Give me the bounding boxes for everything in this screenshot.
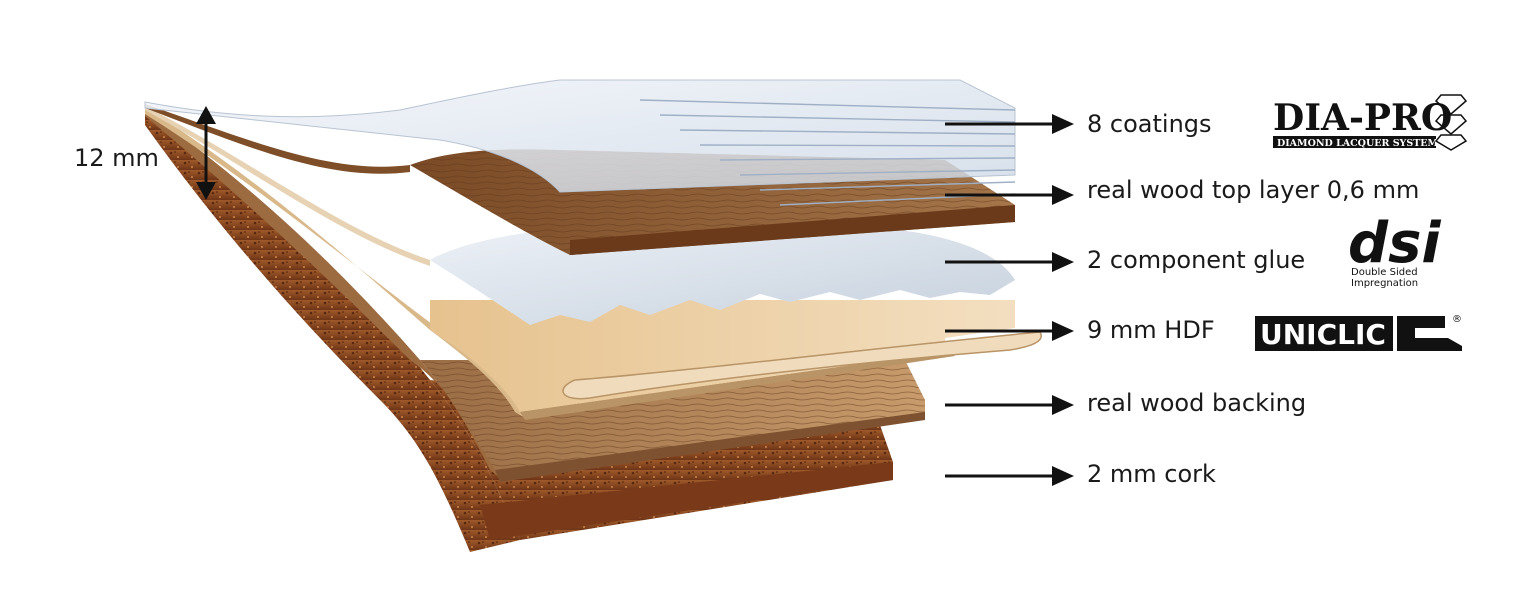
click-profile-icon — [1397, 316, 1462, 351]
uniclic-logo: UNICLIC ® — [1255, 314, 1462, 351]
arrow-coatings — [945, 114, 1074, 134]
thickness-label: 12 mm — [74, 144, 159, 172]
dsi-logo: dsi Double Sided Impregnation — [1348, 211, 1441, 289]
layer-label-glue: 2 component glue — [1087, 246, 1306, 274]
layer-label-coatings: 8 coatings — [1087, 110, 1212, 138]
diamond-icon — [1434, 94, 1468, 151]
arrow-top-layer — [945, 185, 1074, 205]
uniclic-logo-name: UNICLIC — [1260, 318, 1386, 351]
arrow-backing — [945, 395, 1074, 415]
arrow-glue — [945, 252, 1074, 272]
layer-label-backing: real wood backing — [1087, 389, 1307, 417]
hdf-layer — [145, 107, 1042, 420]
arrow-hdf — [945, 321, 1074, 341]
thickness-arrow — [196, 106, 216, 200]
leader-arrows — [945, 114, 1074, 486]
dsi-logo-line1: Double Sided — [1351, 267, 1418, 278]
arrow-cork — [945, 466, 1074, 486]
dsi-logo-line2: Impregnation — [1351, 278, 1418, 289]
registered-mark: ® — [1452, 314, 1462, 325]
layer-label-cork: 2 mm cork — [1087, 460, 1216, 488]
diapro-logo-name: DIA-PRO — [1273, 97, 1452, 139]
diapro-logo: DIA-PRO DIAMOND LACQUER SYSTEM — [1273, 94, 1468, 151]
layer-label-hdf: 9 mm HDF — [1087, 316, 1215, 344]
dsi-logo-name: dsi — [1348, 211, 1441, 276]
coatings-layer — [144, 79, 1016, 206]
diapro-logo-tagline: DIAMOND LACQUER SYSTEM — [1277, 138, 1439, 149]
layer-label-top-layer: real wood top layer 0,6 mm — [1087, 176, 1420, 204]
